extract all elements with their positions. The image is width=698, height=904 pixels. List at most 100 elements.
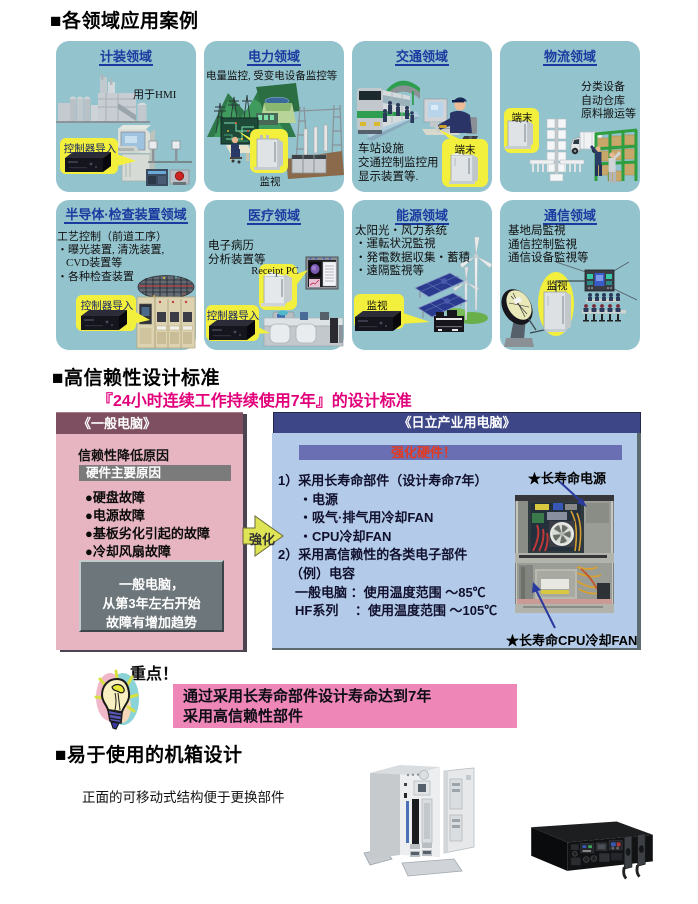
tower-computer-photo [363, 765, 475, 877]
medical-illustration [206, 256, 344, 347]
speech-bubble [259, 264, 308, 310]
computer-interior-photo [515, 495, 614, 613]
strengthened-hardware-bar: 强化硬件！ [299, 445, 622, 460]
general-pc-note: 一般电脑， 从第3年左右开始 故障有增加趋势 [79, 560, 224, 632]
case-box-semiconductor: 半导体·检查装置领域 工艺控制（前道工序） ・曝光装置, 清洗装置, CVD装置… [56, 200, 196, 350]
psu [519, 565, 610, 601]
case-box-power: 电力领域 电量监控, 受变电设备监控等 监视 [204, 41, 344, 192]
factory-icon [56, 74, 150, 123]
keypoint-box: 通过采用长寿命部件设计寿命达到7年 采用高信赖性部件 [173, 684, 517, 728]
case-box-line: 电量监控, 受变电设备监控等 [206, 71, 338, 82]
case-box-lines: 工艺控制（前道工序） ・曝光装置, 清洗装置, CVD装置等 ・各种检查装置 [57, 231, 167, 283]
case-box-logistics: 物流领域 分类设备 自动仓库 原料搬运等 端末 [500, 41, 640, 192]
general-pc-panel: 《一般电脑》 信赖性降低原因 硬件主要原因 ●硬盘故障 ●电源故障 ●基板劣化引… [56, 412, 243, 650]
speech-bubble [76, 295, 150, 331]
case-box-lines: 基地局監視 通信控制監視 通信设备監視等 [508, 225, 589, 264]
keypoint-label: 重点！ [130, 666, 179, 683]
bubble-caption: 监视 [366, 301, 388, 312]
speech-bubble [354, 294, 430, 331]
failure-bullets: ●硬盘故障 ●电源故障 ●基板劣化引起的故障 ●冷却风扇故障 [85, 490, 210, 559]
speech-bubble [206, 305, 270, 341]
chassis-caption: 正面的可移动式结构便于更换部件 [82, 790, 285, 805]
bubble-caption: 控制器导入 [206, 311, 260, 322]
case-box-communication: 通信领域 基地局監視 通信控制監視 通信设备監視等 监视 [500, 200, 640, 350]
instrumentation-illustration [56, 74, 192, 186]
passengers-icon [383, 101, 414, 123]
cpu-fan-label: ★长寿命CPU冷却FAN [506, 633, 638, 648]
case-box-title: 计装领域 [98, 49, 153, 66]
psu-label: ★长寿命电源 [528, 471, 607, 486]
case-box-medical: 医疗领域 电子病历 分析装置等 Receipt PC 控制器导入 [204, 200, 344, 350]
bubble-caption: 控制器导入 [80, 301, 134, 312]
general-pc-header: 《一般电脑》 [56, 412, 243, 434]
case-box-title: 交通领域 [394, 49, 449, 66]
open-door [443, 767, 475, 854]
reliability-heading: ■高信赖性设计标准 [52, 368, 220, 389]
case-box-title: 医疗领域 [246, 208, 301, 225]
bubble-caption: 控制器导入 [63, 144, 117, 155]
bubble-caption: 端末 [511, 113, 533, 124]
inverter-icon [434, 310, 464, 332]
case-box-line: 用于HMI [133, 89, 177, 101]
communication-illustration [501, 261, 638, 347]
stacker-crane-icon [529, 118, 585, 182]
speech-bubble [504, 108, 539, 153]
lightbulb-icon [94, 669, 139, 730]
strengthen-arrow-label: 強化 [248, 532, 275, 547]
substation-icon [286, 124, 344, 179]
case-box-title: 物流领域 [542, 49, 597, 66]
handles [622, 833, 646, 880]
motherboard [531, 503, 582, 552]
hitachi-pc-lines: 1）采用长寿命部件（设计寿命7年） ・电源 ・吸气·排气用冷却FAN ・CPU冷… [278, 473, 498, 619]
speech-bubble [60, 138, 136, 174]
field-devices-icon [146, 140, 192, 186]
semiconductor-illustration [76, 275, 196, 349]
logistics-illustration [504, 108, 638, 183]
speech-bubble [238, 129, 288, 173]
bubble-caption: 监视 [259, 177, 281, 188]
case-box-title: 通信领域 [542, 208, 597, 225]
wafer-icon [137, 275, 195, 299]
cpu-fan-arrow [532, 582, 556, 629]
fab-equipment-icon [136, 296, 196, 349]
case-box-title: 能源领域 [394, 208, 449, 225]
control-screen-icon [584, 269, 615, 292]
power-illustration [207, 83, 344, 179]
traffic-illustration [357, 80, 488, 187]
analyzer-icon [263, 310, 344, 347]
case-box-energy: 能源领域 太阳光・风力系统 ・運転状況監視 ・発電数据収集・蓄積 ・遠隔監視等 … [352, 200, 492, 350]
comm-cabinet-icon [529, 280, 585, 334]
reliability-subtitle: 『24小时连续工作持续使用7年』的设计标准 [97, 393, 412, 410]
chassis-heading: ■易于使用的机箱设计 [55, 745, 243, 766]
cases-heading: ■各领域应用案例 [50, 11, 199, 32]
case-box-traffic: 交通领域 车站设施 交通控制监控用 显示装置等. 端末 [352, 41, 492, 192]
speech-bubble [438, 129, 488, 187]
case-box-lines: 电子病历 分析装置等 [208, 240, 266, 266]
solar-panel-icon [414, 272, 468, 318]
case-box-instrumentation: 计装领域 用于HMI 控制器导入 [56, 41, 196, 192]
connection-lines [555, 261, 638, 301]
bubble-caption: 端末 [454, 145, 476, 156]
hardware-cause-bar: 硬件主要原因 [79, 465, 231, 481]
front-panel [404, 770, 433, 857]
pylon-icon [214, 94, 252, 134]
cause-title: 信赖性降低原因 [78, 448, 170, 463]
energy-illustration [354, 236, 492, 332]
bubble-caption: Receipt PC [251, 266, 299, 277]
satellite-dish-icon [501, 289, 537, 347]
rack-computer-photo [531, 821, 653, 880]
hitachi-pc-header: 《日立产业用电脑》 [273, 412, 641, 434]
bubble-caption: 监视 [546, 281, 568, 292]
psu-arrow [559, 481, 587, 507]
strengthen-arrow [242, 515, 284, 557]
operators-icon [582, 293, 626, 322]
case-box-title: 半导体·检查装置领域 [64, 207, 188, 224]
case-box-lines: 太阳光・风力系统 ・運転状況監視 ・発電数据収集・蓄積 ・遠隔監視等 [355, 225, 470, 278]
workers-icon [590, 145, 621, 183]
hitachi-pc-panel: 《日立产业用电脑》 强化硬件！ 1）采用长寿命部件（设计寿命7年） ・电源 ・吸… [272, 412, 641, 650]
medical-monitor-icon [305, 256, 339, 290]
case-box-lines: 车站设施 交通控制监控用 显示装置等. [358, 143, 439, 183]
case-box-title: 电力领域 [246, 49, 301, 66]
operator-icon [226, 136, 252, 164]
